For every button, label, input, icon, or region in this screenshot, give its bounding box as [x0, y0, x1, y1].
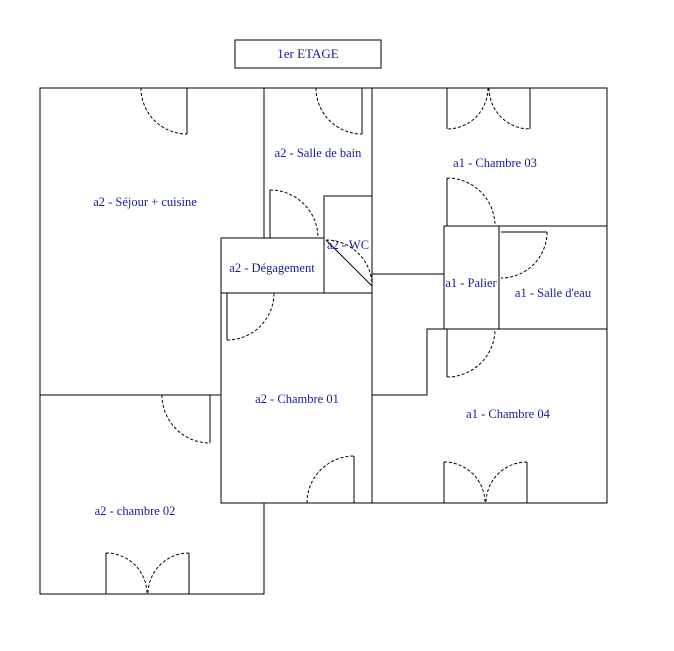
door-chambre-02-top: [161, 394, 211, 444]
label-chambre-04: a1 - Chambre 04: [466, 407, 550, 421]
door-salle-de-bain-left: [269, 189, 319, 239]
floor-title: 1er ETAGE: [234, 39, 382, 69]
label-chambre-03: a1 - Chambre 03: [453, 156, 537, 170]
door-salle-de-bain-top: [315, 87, 363, 135]
door-chambre-01-bottom: [306, 455, 355, 504]
label-chambre-01: a2 - Chambre 01: [255, 392, 339, 406]
door-degagement: [226, 292, 275, 341]
floor-title-text: 1er ETAGE: [277, 46, 338, 61]
door-chambre-03-top: [446, 87, 531, 130]
floor-title-box: [234, 39, 382, 69]
door-chambre-02-bottom: [105, 552, 190, 595]
door-palier: [446, 328, 496, 378]
label-degagement: a2 - Dégagement: [229, 261, 315, 275]
label-salle-de-bain: a2 - Salle de bain: [275, 146, 363, 160]
wall-salle-de-bain: [263, 87, 373, 239]
label-salle-deau: a1 - Salle d'eau: [515, 286, 592, 300]
walls: [39, 87, 608, 595]
wall-salle-deau: [498, 225, 608, 330]
door-sejour-top: [140, 87, 188, 135]
label-chambre-02: a2 - chambre 02: [95, 504, 176, 518]
label-wc: a2 - WC: [327, 238, 369, 252]
wall-chambre-03: [371, 87, 608, 275]
door-wc: [325, 239, 373, 287]
label-sejour: a2 - Séjour + cuisine: [93, 195, 197, 209]
door-chambre-04-bottom: [443, 461, 528, 504]
wall-sejour: [39, 87, 265, 396]
wall-chambre-02: [39, 394, 265, 595]
label-palier: a1 - Palier: [445, 276, 497, 290]
wall-chambre-04: [371, 328, 608, 504]
door-chambre-03-inner: [446, 177, 496, 227]
doors: [105, 87, 548, 595]
room-labels: a2 - Séjour + cuisine a2 - Salle de bain…: [93, 146, 592, 518]
door-salle-deau: [500, 231, 548, 279]
